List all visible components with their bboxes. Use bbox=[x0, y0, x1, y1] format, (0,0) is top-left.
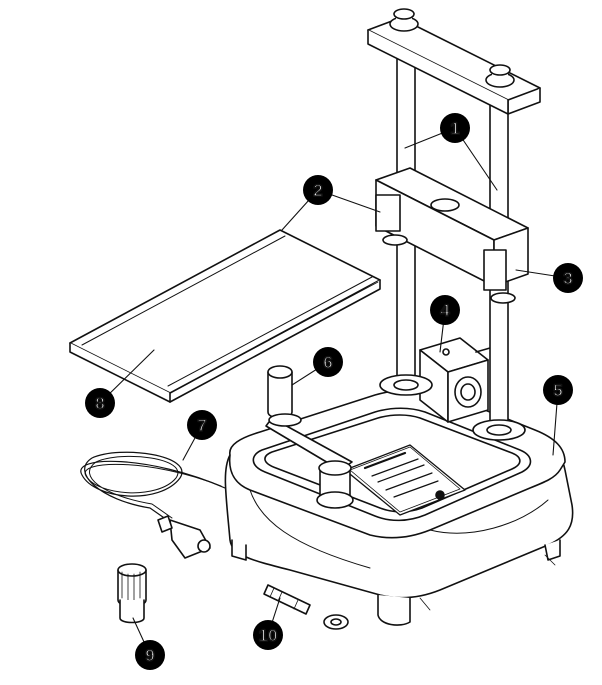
callout-5: 5 bbox=[543, 375, 573, 405]
instruction-plate bbox=[344, 444, 466, 516]
callout-3: 3 bbox=[553, 263, 583, 293]
callout-5-label: 5 bbox=[553, 381, 562, 400]
callout-1: 1 bbox=[440, 113, 470, 143]
callout-9-label: 9 bbox=[145, 646, 154, 665]
callout-6: 6 bbox=[313, 347, 343, 377]
callout-3-label: 3 bbox=[563, 269, 572, 288]
callout-1-label: 1 bbox=[450, 119, 459, 138]
callout-8: 8 bbox=[85, 388, 115, 418]
bolt-and-nut bbox=[263, 584, 349, 630]
knob bbox=[117, 563, 147, 624]
callout-7: 7 bbox=[187, 410, 217, 440]
callout-10-label: 10 bbox=[259, 626, 278, 645]
top-crossbar bbox=[367, 8, 541, 115]
power-cable bbox=[80, 451, 226, 559]
callout-4-label: 4 bbox=[440, 301, 450, 320]
crank-handle bbox=[265, 365, 354, 509]
callout-9: 9 bbox=[135, 640, 165, 670]
callout-2-label: 2 bbox=[313, 181, 322, 200]
callout-10: 10 bbox=[253, 620, 283, 650]
tray-sheet bbox=[69, 229, 381, 403]
callout-6-label: 6 bbox=[323, 353, 332, 372]
callout-4: 4 bbox=[430, 295, 460, 325]
callout-2: 2 bbox=[303, 175, 333, 205]
sliding-crosshead bbox=[375, 167, 529, 304]
callout-7-label: 7 bbox=[197, 416, 206, 435]
callout-8-label: 8 bbox=[95, 394, 104, 413]
clamp-block bbox=[419, 337, 491, 423]
